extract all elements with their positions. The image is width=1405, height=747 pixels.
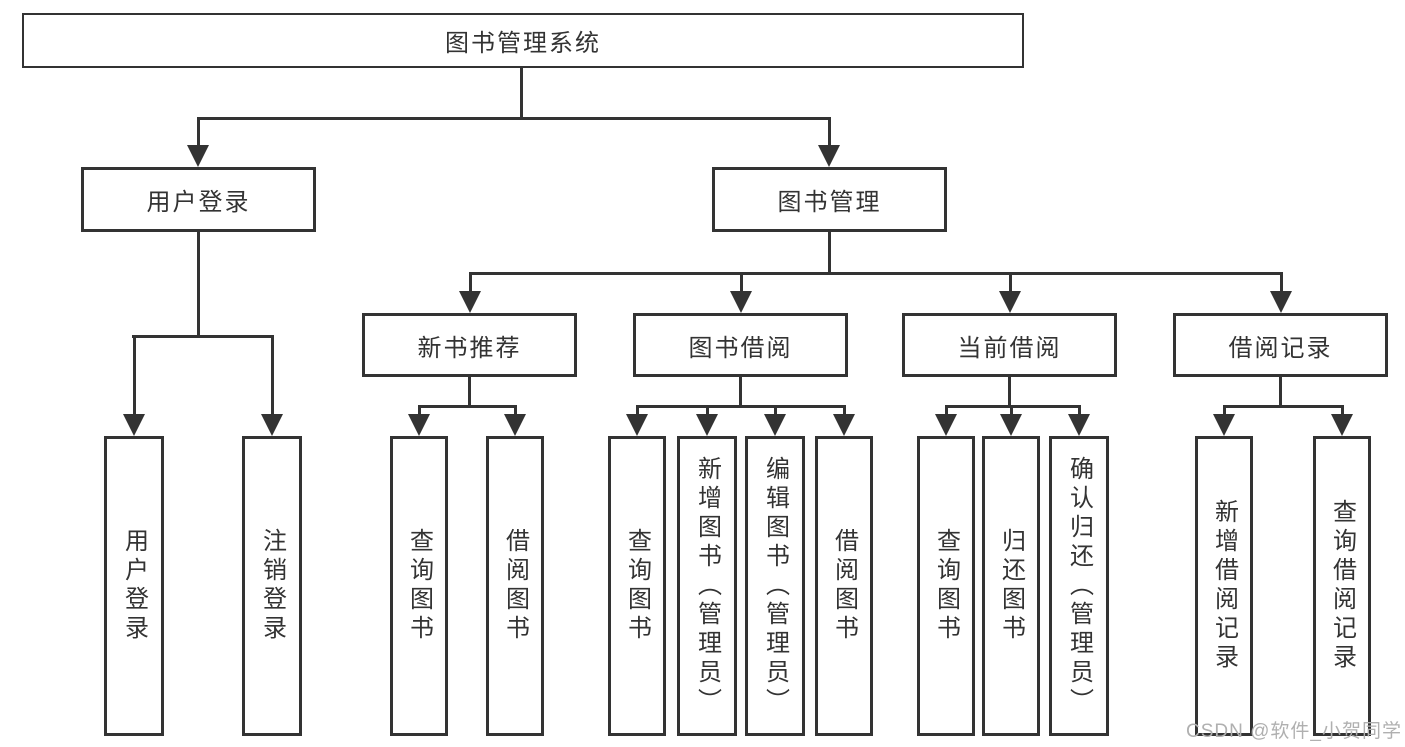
node-label: 借阅记录 [1228,334,1333,362]
leaf-confirm-return-admin: 确认归还（管理员） [1049,436,1109,736]
leaf-add-books-admin: 新增图书（管理员） [677,436,737,736]
arrowhead-down-icon [696,414,718,436]
node-label: 查询图书 [932,528,960,644]
connector-line [1280,272,1283,293]
node-label: 图书管理 [777,189,882,216]
node-label: 借阅图书 [501,528,529,644]
connector-line [828,230,831,274]
node-new-book-recommendation: 新书推荐 [362,313,577,377]
arrowhead-down-icon [459,291,481,313]
arrowhead-down-icon [1068,414,1090,436]
node-label: 借阅图书 [830,528,858,644]
leaf-query-books: 查询图书 [608,436,666,736]
leaf-user-login: 用户登录 [104,436,164,736]
connector-line [636,405,846,408]
connector-line [418,405,421,416]
connector-line [520,66,523,119]
node-label: 注销登录 [258,528,286,644]
connector-line [1223,405,1343,408]
connector-line [132,335,273,338]
connector-line [197,117,831,120]
connector-line [133,335,136,416]
node-label: 查询借阅记录 [1328,499,1356,673]
connector-line [1279,375,1282,407]
connector-line [197,117,200,147]
leaf-query-books: 查询图书 [390,436,448,736]
arrowhead-down-icon [818,145,840,167]
node-label: 归还图书 [997,528,1025,644]
arrowhead-down-icon [935,414,957,436]
connector-line [1008,375,1011,407]
leaf-query-borrow-record: 查询借阅记录 [1313,436,1371,736]
leaf-edit-books-admin: 编辑图书（管理员） [745,436,805,736]
node-label: 图书管理系统 [445,30,601,57]
connector-line [636,405,639,416]
arrowhead-down-icon [1270,291,1292,313]
node-label: 当前借阅 [957,334,1062,362]
arrowhead-down-icon [1213,414,1235,436]
connector-line [843,405,846,416]
leaf-add-borrow-record: 新增借阅记录 [1195,436,1253,736]
connector-line [945,405,948,416]
node-label: 新书推荐 [417,334,522,362]
arrowhead-down-icon [408,414,430,436]
connector-line [1341,405,1344,416]
arrowhead-down-icon [833,414,855,436]
leaf-logout: 注销登录 [242,436,302,736]
node-label: 查询图书 [405,528,433,644]
connector-line [1010,405,1013,416]
arrowhead-down-icon [1000,414,1022,436]
arrowhead-down-icon [764,414,786,436]
connector-line [1078,405,1081,416]
arrowhead-down-icon [504,414,526,436]
node-label: 编辑图书（管理员） [761,455,789,717]
connector-line [469,272,472,293]
connector-line [469,272,1282,275]
connector-line [271,335,274,416]
connector-line [197,230,200,337]
node-book-management: 图书管理 [712,167,947,232]
connector-line [706,405,709,416]
connector-line [514,405,517,416]
arrowhead-down-icon [999,291,1021,313]
connector-line [1223,405,1226,416]
connector-line [1009,272,1012,293]
arrowhead-down-icon [730,291,752,313]
node-book-borrowing: 图书借阅 [633,313,848,377]
node-borrowing-records: 借阅记录 [1173,313,1388,377]
arrowhead-down-icon [123,414,145,436]
node-current-borrowing: 当前借阅 [902,313,1117,377]
leaf-borrow-books: 借阅图书 [815,436,873,736]
node-label: 查询图书 [623,528,651,644]
connector-line [418,405,517,408]
arrowhead-down-icon [1331,414,1353,436]
node-library-management-system: 图书管理系统 [22,13,1024,68]
arrowhead-down-icon [626,414,648,436]
connector-line [828,117,831,147]
connector-line [739,375,742,407]
node-label: 用户登录 [120,528,148,644]
node-label: 新增借阅记录 [1210,499,1238,673]
leaf-query-books: 查询图书 [917,436,975,736]
leaf-return-books: 归还图书 [982,436,1040,736]
node-label: 图书借阅 [688,334,793,362]
leaf-borrow-books: 借阅图书 [486,436,544,736]
connector-line [740,272,743,293]
arrowhead-down-icon [261,414,283,436]
node-label: 确认归还（管理员） [1065,455,1093,717]
arrowhead-down-icon [187,145,209,167]
connector-line [774,405,777,416]
connector-line [468,375,471,407]
node-label: 用户登录 [146,189,251,216]
node-user-login: 用户登录 [81,167,316,232]
csdn-watermark: CSDN @软件_小贺同学 [1186,721,1402,742]
node-label: 新增图书（管理员） [693,455,721,717]
